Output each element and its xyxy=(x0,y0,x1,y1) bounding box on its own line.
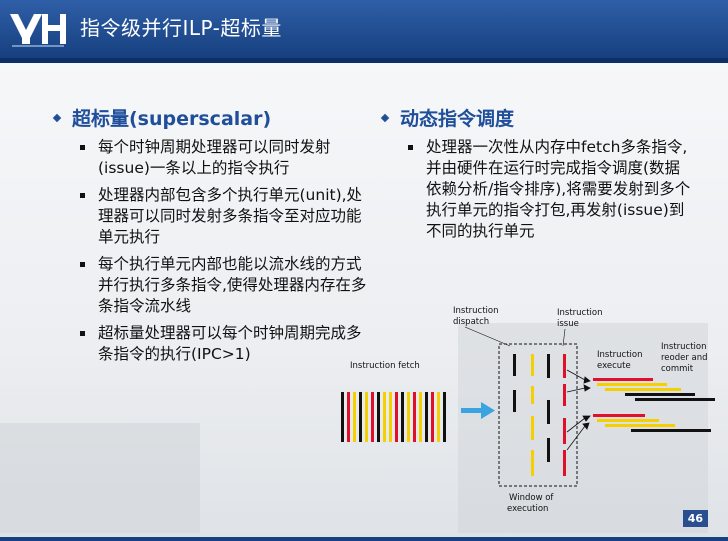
issue-label-line1: Instruction xyxy=(557,308,603,318)
dispatch-leader-line xyxy=(464,326,511,347)
square-bullet-icon xyxy=(80,145,85,150)
right-bullet-list: 处理器一次性从内存中fetch多条指令,并由硬件在运行时完成指令调度(数据依赖分… xyxy=(408,137,693,248)
bullet-text: 每个执行单元内部也能以流水线的方式并行执行多条指令,使得处理器内存在多条指令流水… xyxy=(98,255,367,315)
fetch-to-window-arrow-icon xyxy=(461,402,495,419)
list-item: 超标量处理器可以每个时钟周期完成多条指令的执行(IPC>1) xyxy=(80,323,370,365)
dispatch-label-line2: dispatch xyxy=(453,317,489,327)
dispatch-label-line1: Instruction xyxy=(453,306,499,316)
slide-title: 指令级并行ILP-超标量 xyxy=(80,16,282,40)
square-bullet-icon xyxy=(80,331,85,336)
fetch-label: Instruction fetch xyxy=(350,361,420,371)
square-bullet-icon xyxy=(408,145,413,150)
issue-label-line2: issue xyxy=(557,319,579,329)
right-heading: 动态指令调度 xyxy=(380,104,515,131)
bullet-text: 超标量处理器可以每个时钟周期完成多条指令的执行(IPC>1) xyxy=(98,324,362,363)
issued-instruction-columns xyxy=(513,354,566,476)
square-bullet-icon xyxy=(80,262,85,267)
left-heading-text: 超标量(superscalar) xyxy=(72,108,272,130)
bullet-text: 处理器内部包含多个执行单元(unit),处理器可以同时发射多条指令至对应功能单元… xyxy=(98,186,363,246)
fetch-instruction-bars xyxy=(341,392,446,442)
superscalar-pipeline-diagram: Instruction dispatch Instruction issue I… xyxy=(341,306,715,514)
bullet-text: 处理器一次性从内存中fetch多条指令,并由硬件在运行时完成指令调度(数据依赖分… xyxy=(426,138,691,240)
university-logo xyxy=(10,14,66,47)
background-building-left xyxy=(0,423,200,533)
slide-header: 指令级并行ILP-超标量 xyxy=(0,0,728,58)
square-bullet-icon xyxy=(80,193,85,198)
diamond-bullet-icon xyxy=(52,113,62,122)
diamond-bullet-icon xyxy=(380,113,390,122)
execute-label-line1: Instruction xyxy=(597,350,643,360)
list-item: 处理器内部包含多个执行单元(unit),处理器可以同时发射多条指令至对应功能单元… xyxy=(80,185,370,248)
slide-content xyxy=(0,63,728,537)
right-heading-text: 动态指令调度 xyxy=(400,108,515,130)
issue-leader-line xyxy=(562,328,566,347)
bullet-text: 每个时钟周期处理器可以同时发射(issue)一条以上的指令执行 xyxy=(98,138,331,177)
left-heading: 超标量(superscalar) xyxy=(52,104,272,131)
execute-label-line2: execute xyxy=(597,361,631,371)
commit-label-line3: commit xyxy=(661,364,694,374)
commit-label-line1: Instruction xyxy=(661,342,707,352)
list-item: 每个时钟周期处理器可以同时发射(issue)一条以上的指令执行 xyxy=(80,137,370,179)
window-label-line2: execution xyxy=(507,504,548,514)
commit-label-line2: reoder and xyxy=(661,353,708,363)
issue-arrows xyxy=(566,369,591,451)
list-item: 每个执行单元内部也能以流水线的方式并行执行多条指令,使得处理器内存在多条指令流水… xyxy=(80,254,370,317)
footer-bar xyxy=(0,537,728,541)
execute-pipelines xyxy=(593,378,715,432)
page-number: 46 xyxy=(682,510,708,527)
window-label-line1: Window of xyxy=(509,493,554,503)
list-item: 处理器一次性从内存中fetch多条指令,并由硬件在运行时完成指令调度(数据依赖分… xyxy=(408,137,693,242)
header-divider xyxy=(0,58,728,63)
left-bullet-list: 每个时钟周期处理器可以同时发射(issue)一条以上的指令执行 处理器内部包含多… xyxy=(80,137,370,371)
